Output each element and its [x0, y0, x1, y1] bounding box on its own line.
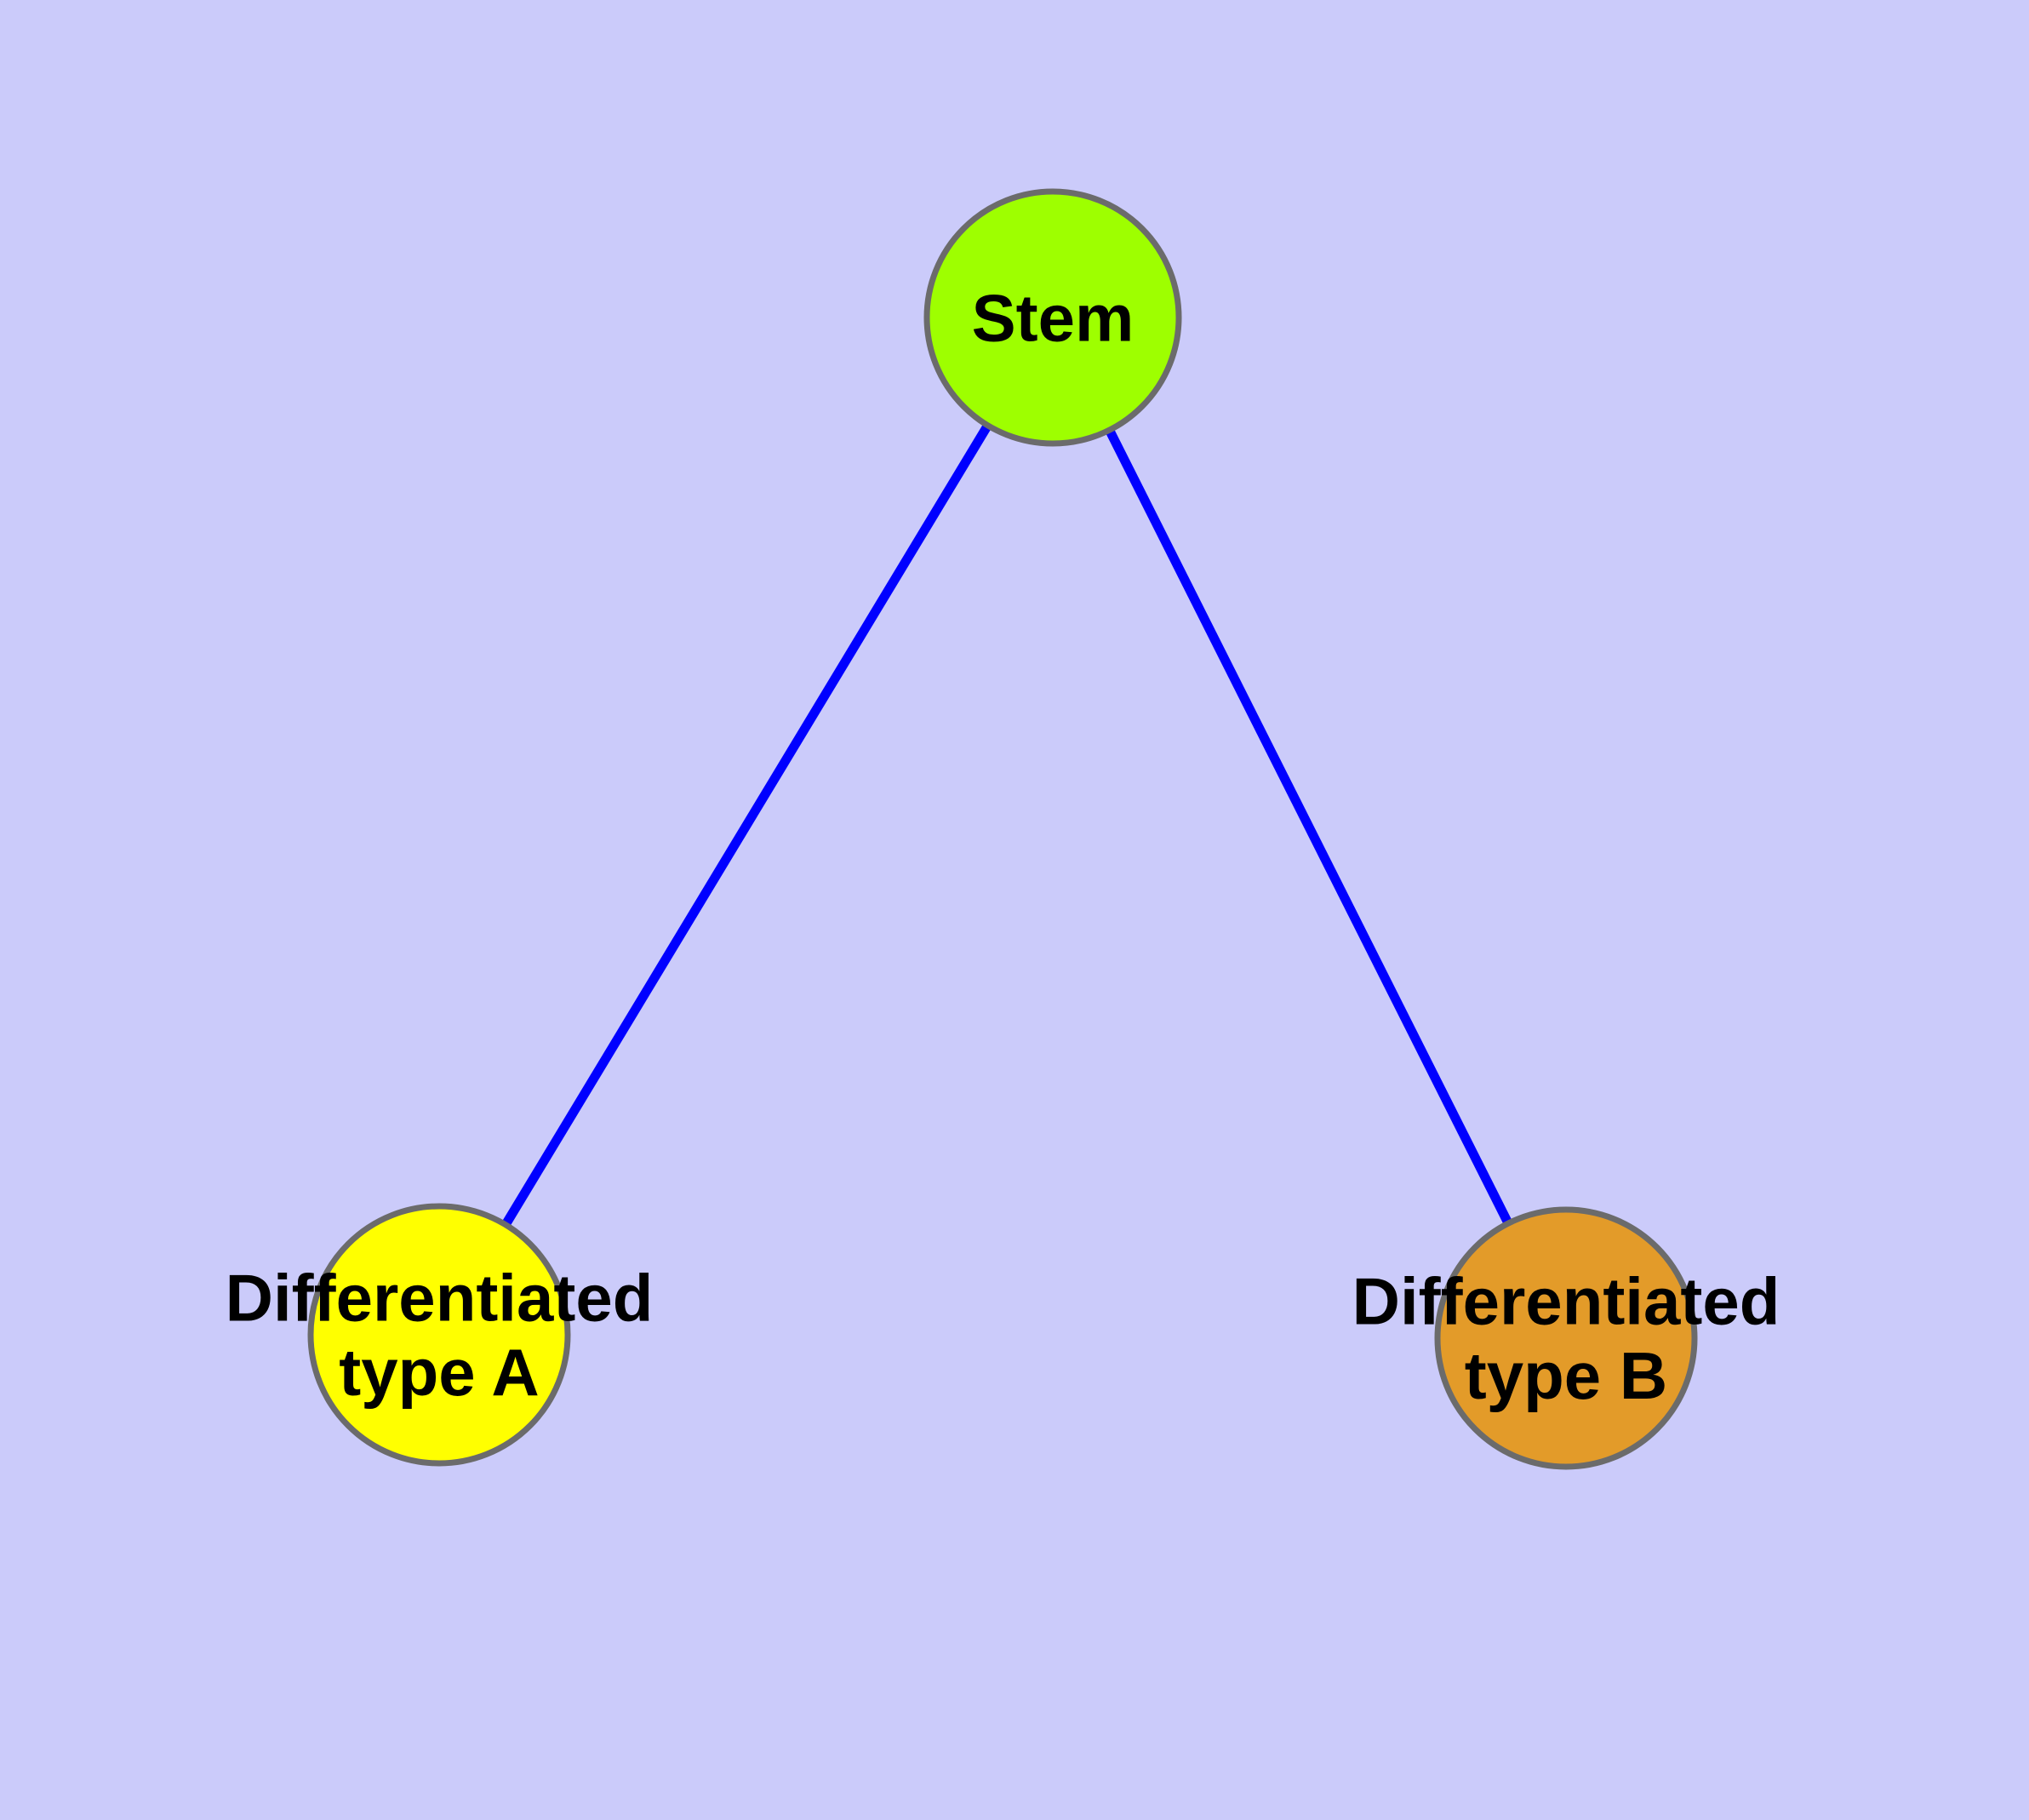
edge-stem-diff_a	[500, 420, 994, 1230]
nodes-layer	[307, 188, 1698, 1470]
node-label-line: type B	[1465, 1338, 1667, 1413]
edges-layer	[500, 420, 1514, 1230]
node-stem[interactable]	[923, 188, 1182, 447]
node-label-line: Differentiated	[226, 1261, 654, 1336]
edge-stem-diff_b	[1103, 425, 1514, 1229]
node-label-line: Stem	[972, 280, 1135, 355]
node-label-line: Differentiated	[1352, 1264, 1780, 1339]
node-label-stem: Stem	[972, 280, 1135, 355]
node-diff_a[interactable]	[307, 1203, 571, 1467]
node-diff_b[interactable]	[1434, 1206, 1698, 1470]
node-label-line: type A	[339, 1335, 540, 1410]
